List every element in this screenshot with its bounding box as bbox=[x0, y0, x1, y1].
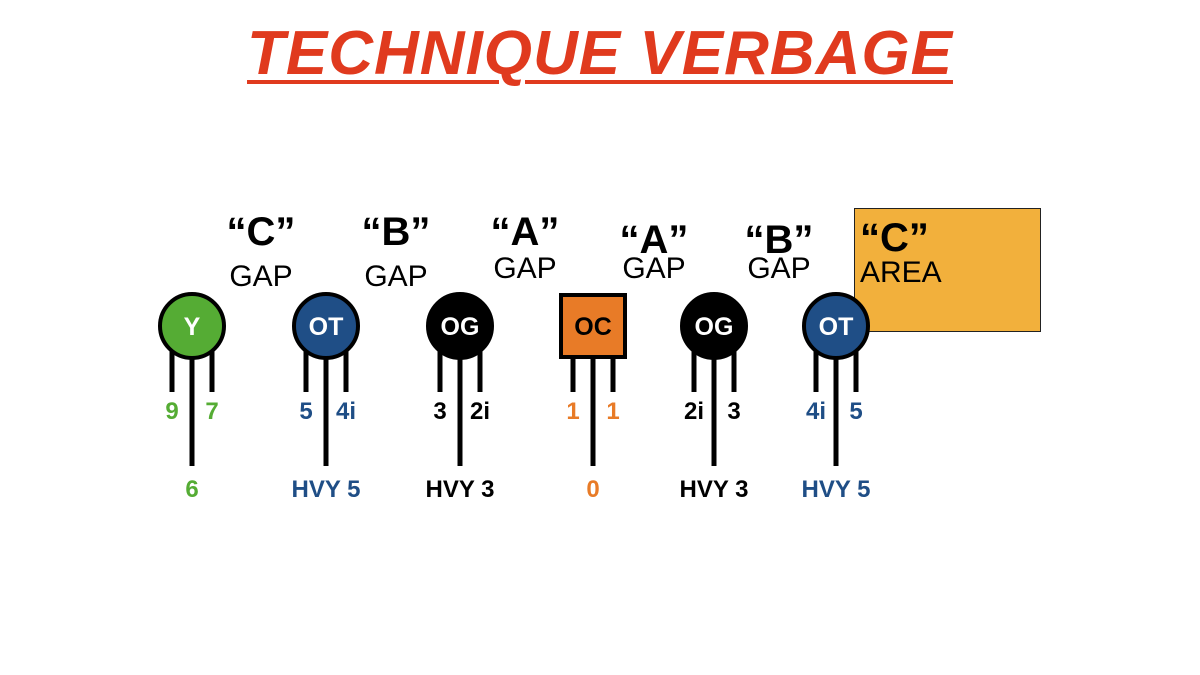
left-tech-5: 4i bbox=[805, 398, 826, 425]
player-label: OG bbox=[441, 313, 480, 341]
right-tech-1: 4i bbox=[335, 398, 356, 425]
gap-letter-4: “B” bbox=[744, 218, 814, 262]
player-label: OG bbox=[695, 313, 734, 341]
gap-letter-2: “A” bbox=[490, 210, 560, 254]
player-circle bbox=[426, 292, 494, 360]
player-1: OT bbox=[292, 292, 360, 466]
player-label: Y bbox=[184, 313, 201, 341]
player-3: OC bbox=[559, 293, 627, 466]
player-5: OT bbox=[802, 292, 870, 466]
c-area-box bbox=[854, 208, 1041, 332]
right-tech-5: 5 bbox=[849, 398, 863, 425]
left-tech-0: 9 bbox=[165, 398, 179, 425]
gap-word-4: GAP bbox=[747, 252, 811, 285]
bottom-tech-3: 0 bbox=[586, 476, 600, 503]
left-tech-1: 5 bbox=[299, 398, 313, 425]
player-0: Y bbox=[158, 292, 226, 466]
left-tech-2: 3 bbox=[433, 398, 447, 425]
diagram-title: TECHNIQUE VERBAGE bbox=[247, 19, 953, 88]
gap-word-3: GAP bbox=[622, 252, 686, 285]
gap-letter-3: “A” bbox=[619, 218, 689, 262]
bottom-tech-2: HVY 3 bbox=[425, 476, 495, 503]
area-letter: “C” bbox=[860, 216, 929, 260]
left-tech-3: 1 bbox=[566, 398, 580, 425]
bottom-tech-0: 6 bbox=[185, 476, 199, 503]
player-label: OT bbox=[309, 313, 344, 341]
right-tech-2: 2i bbox=[469, 398, 490, 425]
player-circle bbox=[158, 292, 226, 360]
player-label: OC bbox=[574, 313, 612, 341]
gap-word-2: GAP bbox=[493, 252, 557, 285]
bottom-tech-1: HVY 5 bbox=[291, 476, 361, 503]
player-circle bbox=[292, 292, 360, 360]
player-4: OG bbox=[680, 292, 748, 466]
gap-letter-0: “C” bbox=[226, 210, 296, 254]
gap-letter-1: “B” bbox=[361, 210, 431, 254]
player-circle bbox=[680, 292, 748, 360]
area-word: AREA bbox=[860, 256, 942, 289]
left-tech-4: 2i bbox=[683, 398, 704, 425]
player-circle bbox=[802, 292, 870, 360]
right-tech-3: 1 bbox=[606, 398, 620, 425]
bottom-tech-4: HVY 3 bbox=[679, 476, 749, 503]
bottom-tech-5: HVY 5 bbox=[801, 476, 871, 503]
right-tech-0: 7 bbox=[205, 398, 219, 425]
player-2: OG bbox=[426, 292, 494, 466]
right-tech-4: 3 bbox=[727, 398, 741, 425]
gap-word-0: GAP bbox=[229, 260, 293, 293]
gap-word-1: GAP bbox=[364, 260, 428, 293]
player-label: OT bbox=[819, 313, 854, 341]
player-square bbox=[559, 293, 627, 359]
